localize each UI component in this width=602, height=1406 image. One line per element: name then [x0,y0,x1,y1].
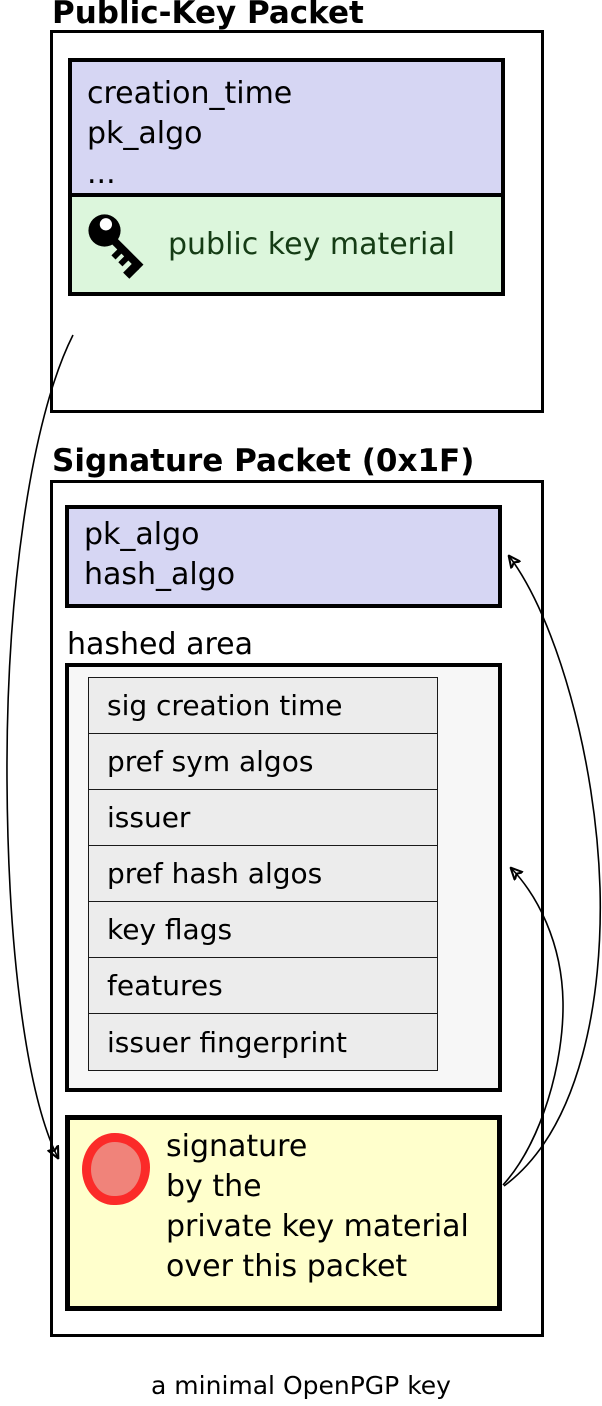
subpacket-table: sig creation time pref sym algos issuer … [88,677,438,1071]
field-creation-time: creation_time [87,76,293,111]
field-pk-algo: pk_algo [84,517,200,552]
wax-seal-icon [82,1133,150,1205]
field-pk-algo: pk_algo [87,116,203,151]
signature-header-fields: pk_algo hash_algo [65,505,502,608]
signature-description: signature by the private key material ov… [166,1127,469,1287]
public-key-header-fields: creation_time pk_algo ... [72,62,501,197]
public-key-material-cell: public key material [72,197,501,292]
signature-line: private key material [166,1209,469,1244]
figure-caption: a minimal OpenPGP key [151,1371,451,1400]
key-icon [88,213,144,279]
signature-line: signature [166,1129,308,1164]
public-key-packet-title: Public-Key Packet [52,0,364,31]
signature-packet-title: Signature Packet (0x1F) [52,443,475,479]
public-key-material-label: public key material [168,227,456,262]
hashed-area-label: hashed area [67,627,253,662]
signature-line: over this packet [166,1249,408,1284]
subpacket-issuer-fingerprint: issuer fingerprint [89,1014,437,1070]
subpacket-pref-hash-algos: pref hash algos [89,846,437,902]
subpacket-issuer: issuer [89,790,437,846]
subpacket-pref-sym-algos: pref sym algos [89,734,437,790]
hashed-area-box: sig creation time pref sym algos issuer … [65,663,502,1092]
field-ellipsis: ... [87,156,116,191]
subpacket-key-flags: key flags [89,902,437,958]
subpacket-sig-creation-time: sig creation time [89,678,437,734]
signature-line: by the [166,1169,262,1204]
field-hash-algo: hash_algo [84,557,236,592]
subpacket-features: features [89,958,437,1014]
signature-value-box: signature by the private key material ov… [65,1115,502,1311]
public-key-packet-body: creation_time pk_algo ... public key mat… [68,58,505,296]
public-key-packet-box: creation_time pk_algo ... public key mat… [50,30,544,413]
